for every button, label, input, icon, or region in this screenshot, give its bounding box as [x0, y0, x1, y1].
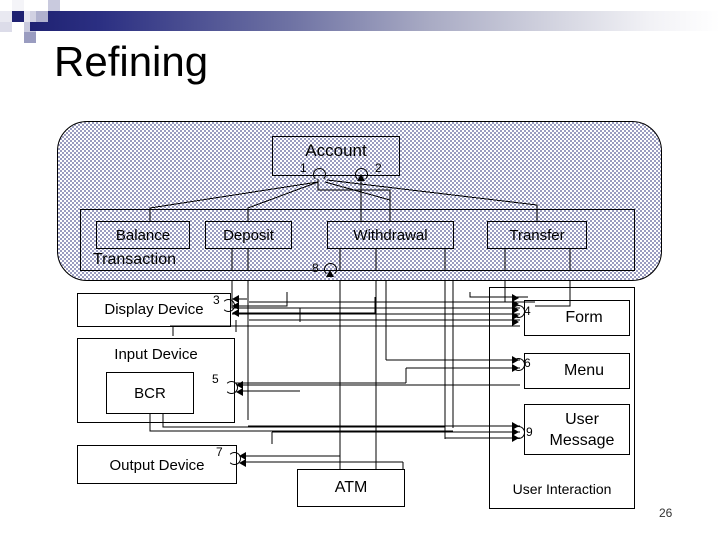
arrow-head-to-display-b	[232, 302, 239, 310]
interface-lollipop-8[interactable]	[324, 263, 337, 276]
interface-number-4: 4	[524, 304, 531, 318]
component-box-display-device[interactable]	[77, 293, 231, 327]
component-label-bcr: BCR	[134, 385, 166, 402]
component-box-bcr[interactable]	[106, 372, 194, 414]
arrow-head-to-input-a	[236, 381, 243, 389]
page-number: 26	[659, 506, 673, 520]
component-label-transfer: Transfer	[509, 227, 565, 244]
component-box-transfer[interactable]	[487, 221, 587, 249]
arrow-head-to-output-a	[239, 452, 246, 460]
deco-square	[24, 32, 36, 43]
subsystem-box-transaction[interactable]	[80, 209, 635, 271]
component-label-account: Account	[305, 141, 367, 160]
component-label-form: Form	[565, 309, 603, 326]
deco-square	[36, 0, 48, 11]
deco-square	[36, 11, 48, 22]
component-label-input-device: Input Device	[114, 346, 198, 363]
interface-number-7: 7	[216, 445, 223, 459]
deco-square	[24, 0, 36, 11]
interface-number-8: 8	[312, 261, 319, 275]
subsystem-label-transaction: Transaction	[93, 251, 176, 268]
component-box-deposit[interactable]	[205, 221, 292, 249]
component-box-account[interactable]	[272, 136, 400, 176]
interface-number-1: 1	[300, 161, 307, 175]
interface-lollipop-1[interactable]	[313, 168, 326, 181]
arrow-head-to-interface-8	[326, 270, 334, 277]
page-title: Refining	[54, 38, 209, 85]
component-label-display-device: Display Device	[104, 301, 204, 318]
component-box-balance[interactable]	[96, 221, 190, 249]
component-box-output-device[interactable]	[77, 445, 237, 484]
component-box-atm[interactable]	[297, 469, 405, 507]
arrow-head-to-form-c	[512, 306, 519, 314]
deco-square	[0, 11, 12, 22]
component-box-user-message[interactable]	[524, 404, 630, 455]
component-label-menu: Menu	[563, 362, 605, 379]
arrow-head-to-display-a	[232, 295, 239, 303]
component-box-menu[interactable]	[524, 353, 630, 389]
component-label-output-device: Output Device	[109, 457, 205, 474]
slide-decoration	[0, 0, 720, 46]
deco-square	[12, 32, 24, 43]
arrow-head-to-form-a	[512, 294, 519, 302]
deco-square	[12, 22, 24, 32]
arrow-head-to-menu-a	[512, 356, 519, 364]
arrow-head-to-output-b	[239, 459, 246, 467]
component-label-balance: Balance	[115, 227, 171, 244]
deco-square	[12, 11, 24, 22]
interface-number-5: 5	[212, 372, 219, 386]
arrow-head-to-form-d	[512, 312, 519, 320]
interface-number-3: 3	[213, 293, 220, 307]
component-box-withdrawal[interactable]	[327, 221, 454, 249]
header-gradient-bar	[30, 11, 720, 31]
arrow-head-to-usermessage-b	[512, 428, 519, 436]
interface-number-9: 9	[526, 425, 533, 439]
interface-lollipop-2[interactable]	[355, 168, 368, 181]
arrow-head-to-usermessage-a	[512, 422, 519, 430]
interface-number-2: 2	[375, 161, 382, 175]
arrow-head-to-usermessage-c	[512, 434, 519, 442]
arrow-head-to-menu-b	[512, 364, 519, 372]
subsystem-label-user-interaction: User Interaction	[512, 481, 612, 497]
component-label-deposit: Deposit	[223, 227, 274, 244]
deco-square	[48, 0, 60, 11]
arrow-head-to-form-b	[512, 300, 519, 308]
deco-square	[0, 0, 12, 11]
component-label-atm: ATM	[334, 479, 368, 496]
deco-square	[12, 0, 24, 11]
interface-number-6: 6	[524, 356, 531, 370]
arrow-head-to-interface-2	[357, 174, 365, 181]
deco-square	[24, 11, 36, 22]
arrow-head-to-display-c	[232, 309, 239, 317]
arrow-head-to-form-e	[512, 318, 519, 326]
arrow-head-to-input-b	[236, 388, 243, 396]
deco-square	[0, 22, 12, 32]
package-account	[57, 121, 662, 281]
component-label-withdrawal: Withdrawal	[353, 227, 428, 244]
component-label-user-message: User Message	[549, 411, 615, 449]
